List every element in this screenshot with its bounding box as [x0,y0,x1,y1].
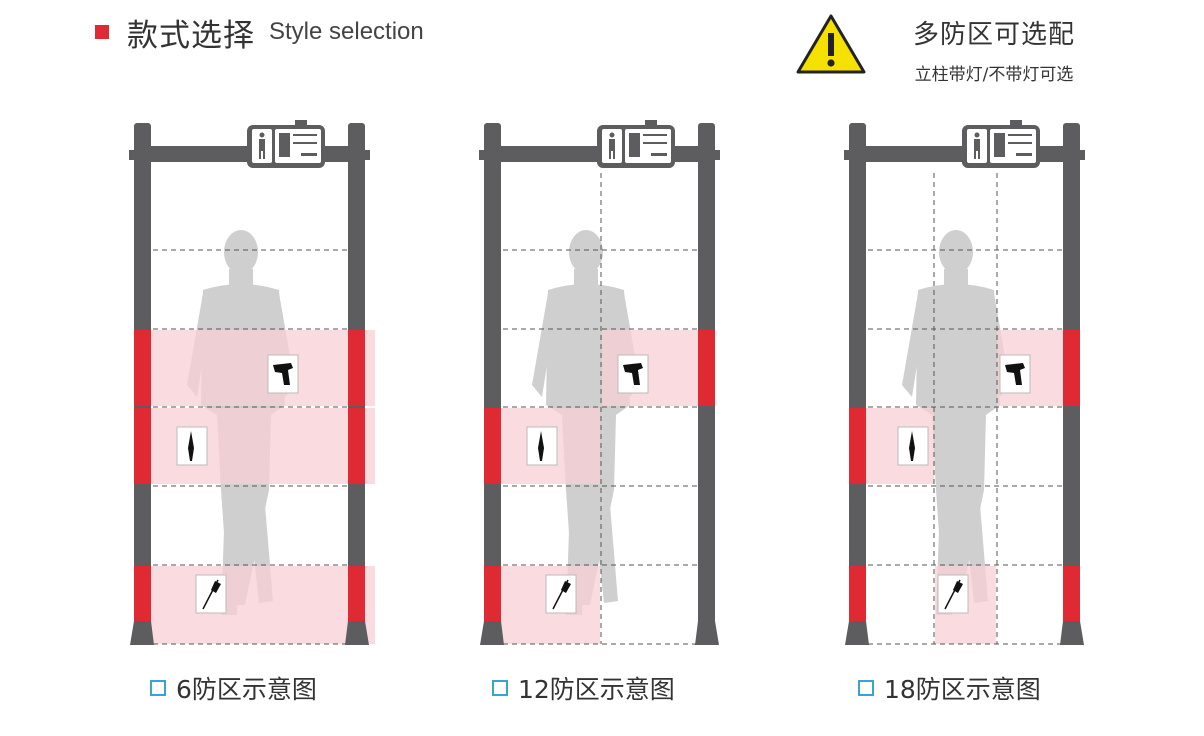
control-panel [247,120,325,168]
control-panel [597,120,675,168]
checkbox-icon [858,680,874,696]
left-pillar [844,123,869,645]
caption-6-zones: 6防区示意图 [150,670,317,706]
left-pillar [479,123,504,645]
detection-zones [145,330,375,644]
control-panel [962,120,1040,168]
section-title: 款式选择 [127,17,255,54]
right-pillar [345,123,370,645]
zone-diagram-12 [479,120,720,645]
header-bullet-square [95,25,109,39]
zone-diagram-6 [129,120,375,645]
screwdriver-icon [545,574,577,614]
section-header: 款式选择 Style selection [95,12,424,54]
left-pillar [129,123,154,645]
screwdriver-icon [195,574,227,614]
screwdriver-icon [937,574,969,614]
knife-icon [176,426,208,466]
section-subtitle: Style selection [269,18,424,45]
right-pillar [695,123,720,645]
checkbox-icon [492,680,508,696]
checkbox-icon [150,680,166,696]
notice-subtitle: 立柱带灯/不带灯可选 [914,65,1074,85]
zone-diagram-18 [844,120,1085,645]
caption-18-zones: 18防区示意图 [858,670,1041,706]
gun-icon [617,354,649,394]
caption-12-zones: 12防区示意图 [492,670,675,706]
notice-title: 多防区可选配 [912,20,1075,50]
knife-icon [897,426,929,466]
caption-text: 12防区示意图 [518,675,675,704]
gun-icon [999,354,1031,394]
knife-icon [526,426,558,466]
gun-icon [267,354,299,394]
caption-text: 18防区示意图 [884,675,1041,704]
right-pillar [1060,123,1085,645]
warning-icon [796,14,866,74]
caption-text: 6防区示意图 [176,675,317,704]
